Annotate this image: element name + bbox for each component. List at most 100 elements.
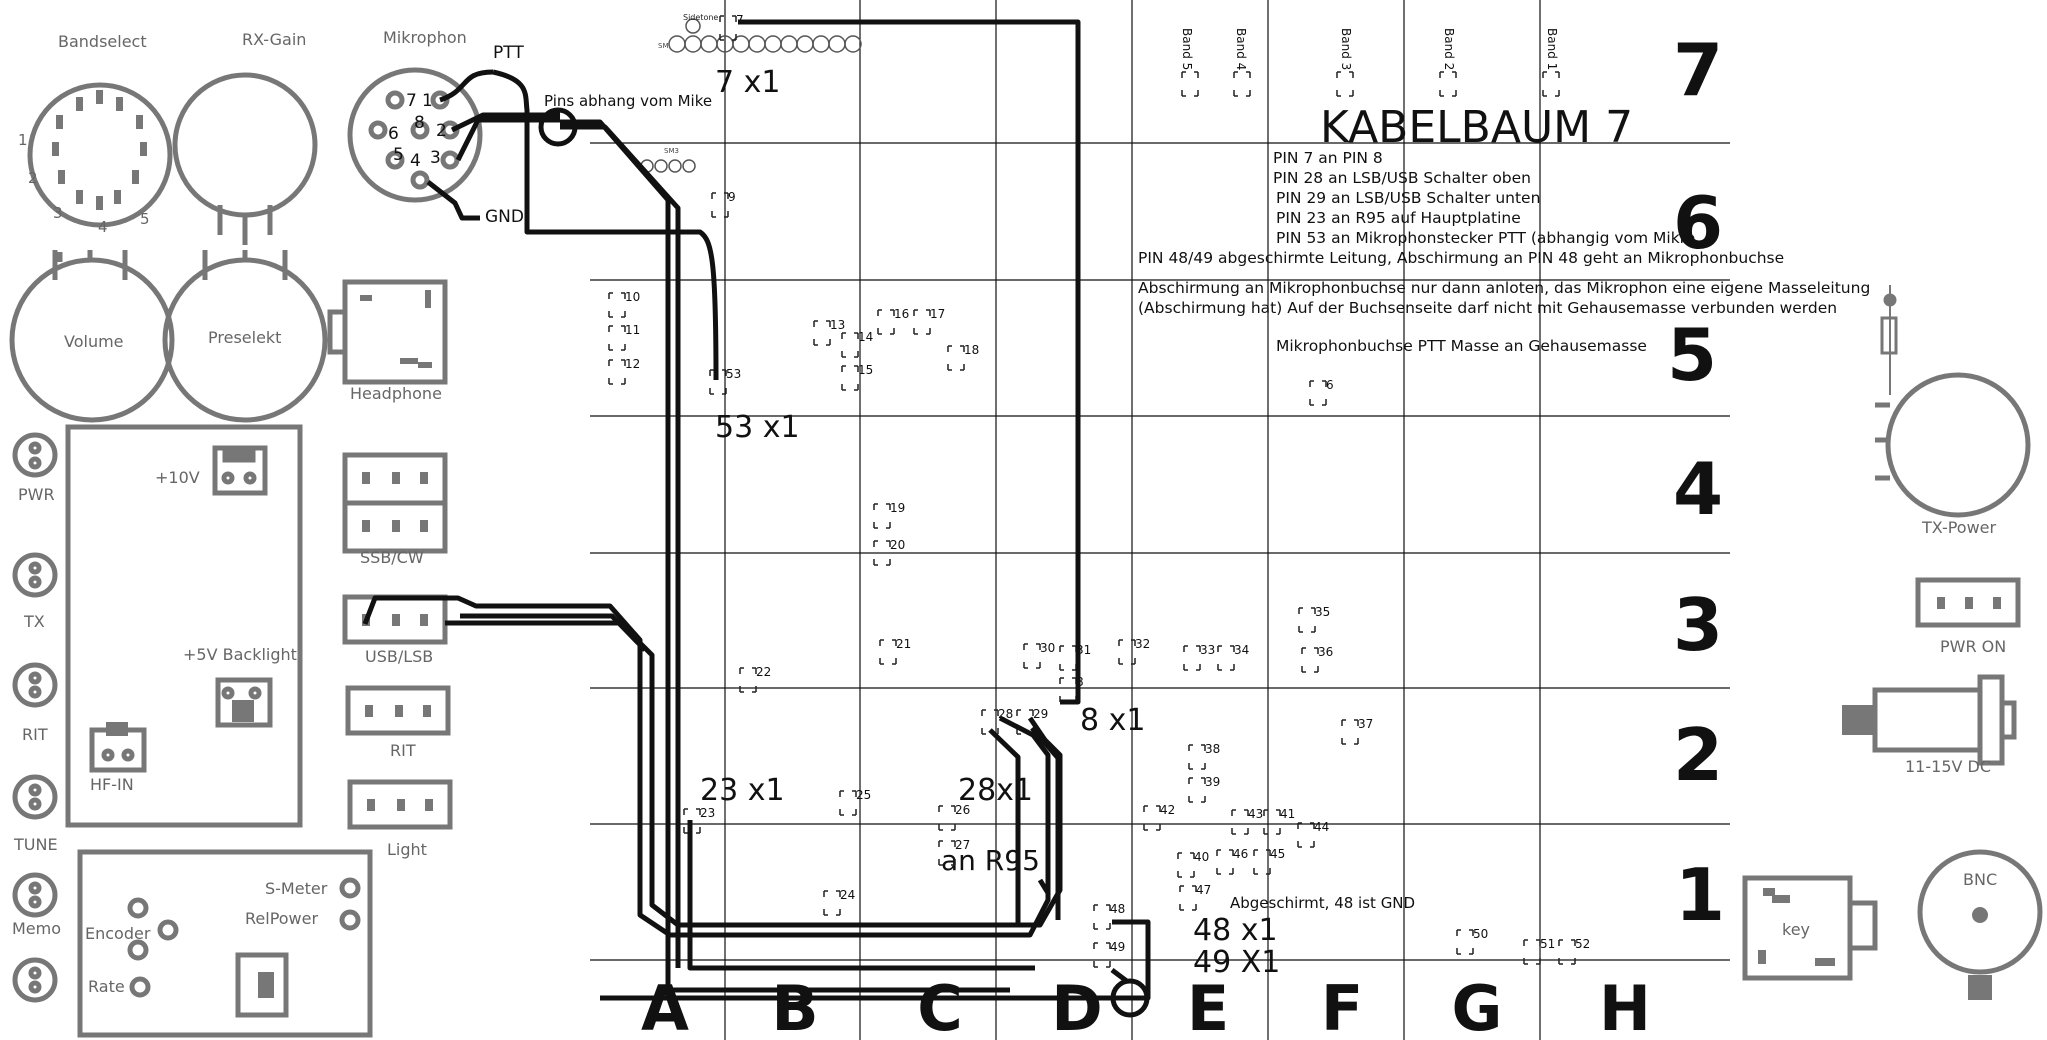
- wire-48-49: [600, 919, 1151, 1001]
- rit-switch-label: RIT: [390, 741, 416, 760]
- front-panel-labels: Bandselect RX-Gain Mikrophon 1 2 3 4 5 V…: [12, 28, 467, 996]
- pad-outline: [813, 320, 831, 346]
- pad-label: 47: [1196, 883, 1211, 897]
- band-label: Band 4: [1234, 28, 1248, 70]
- note-line: PIN 29 an LSB/USB Schalter unten: [1276, 189, 1541, 207]
- pad-label: 52: [1575, 937, 1590, 951]
- note-line: (Abschirmung hat) Auf der Buchsenseite d…: [1138, 299, 1838, 317]
- pad-outline: [947, 345, 965, 371]
- mic-pin: 8: [414, 113, 425, 133]
- mike-note: Pins abhang vom Mike: [544, 92, 712, 110]
- pad-label: 25: [856, 788, 871, 802]
- pad-label: 39: [1205, 775, 1220, 789]
- mic-pin: 4: [410, 151, 421, 171]
- pad-label: 18: [964, 343, 979, 357]
- bandselect-pin: 2: [28, 169, 38, 187]
- pad-outline: [1341, 719, 1359, 745]
- preselekt-label: Preselekt: [208, 328, 281, 347]
- pad-label: 45: [1270, 847, 1285, 861]
- pad-label: 9: [728, 190, 736, 204]
- wire-ptt-53: [492, 69, 719, 381]
- pad-outline: [841, 365, 859, 391]
- memo-label: Memo: [12, 919, 61, 938]
- pad-label: 48: [1110, 902, 1125, 916]
- bandselect-label: Bandselect: [58, 32, 147, 51]
- rit-jack: [12, 662, 58, 708]
- dc-label: 11-15V DC: [1905, 757, 1991, 776]
- pad-label: 22: [756, 665, 771, 679]
- tx-jack: [12, 552, 58, 598]
- pwr-jack: [12, 432, 58, 478]
- s-meter-label: S-Meter: [265, 879, 328, 898]
- pad-outline: [1093, 942, 1111, 968]
- pad-outline: [1309, 380, 1327, 406]
- ssb-cw-switch-bottom: [342, 500, 448, 554]
- gnd-label: GND: [485, 207, 524, 227]
- bandselect-pin: 3: [53, 204, 63, 222]
- pad-label: 34: [1234, 643, 1249, 657]
- wire-29: [1030, 726, 1061, 920]
- pad-outline: [1298, 607, 1316, 633]
- rate-label: Rate: [88, 977, 125, 996]
- pad-label: 16: [894, 307, 909, 321]
- bandselect-pin: 4: [98, 218, 108, 236]
- row-label: 2: [1673, 713, 1723, 797]
- ssb-cw-label: SSB/CW: [360, 548, 424, 567]
- memo-jack: [12, 872, 58, 918]
- sm-label: SM: [658, 42, 668, 50]
- column-label: H: [1599, 972, 1651, 1040]
- mic-pin: 5: [393, 145, 404, 165]
- column-labels: A B C D E F G H: [641, 972, 1651, 1040]
- pad-label: 13: [830, 318, 845, 332]
- headphone-label: Headphone: [350, 384, 442, 403]
- pad-outline: [1183, 645, 1201, 671]
- pad-outline: [823, 890, 841, 916]
- tx-power-label: TX-Power: [1921, 518, 1997, 537]
- tx-label: TX: [23, 612, 45, 631]
- pad-label: 21: [896, 637, 911, 651]
- mic-pin: 2: [436, 121, 447, 141]
- wire-count: 48 x1: [1193, 913, 1278, 948]
- wire-count: 7 x1: [715, 65, 780, 100]
- mic-pin: 6: [388, 124, 399, 144]
- pad-label: 42: [1160, 803, 1175, 817]
- column-label: C: [917, 972, 963, 1040]
- pad-label: 30: [1040, 641, 1055, 655]
- pad-outline: [1023, 643, 1041, 669]
- shielded-note: Abgeschirmt, 48 ist GND: [1230, 894, 1415, 912]
- pad-label: 11: [625, 323, 640, 337]
- pad-outline: [1456, 929, 1474, 955]
- mic-pin: 1: [422, 91, 433, 111]
- pad-outline: [1177, 852, 1195, 878]
- rx-gain-knob: [172, 72, 318, 218]
- usb-lsb-label: USB/LSB: [365, 647, 433, 666]
- pad-label: 6: [1326, 378, 1334, 392]
- pad-label: 17: [930, 307, 945, 321]
- wire-mic-3: [455, 117, 560, 162]
- note-line: PIN 53 an Mikrophonstecker PTT (abhangig…: [1276, 229, 1696, 247]
- tune-jack: [12, 774, 58, 820]
- pad-outline: [1263, 809, 1281, 835]
- pad-label: 27: [955, 838, 970, 852]
- pad-outline: [913, 309, 931, 335]
- note-line: PIN 48/49 abgeschirmte Leitung, Abschirm…: [1138, 249, 1785, 267]
- pad-outline: [877, 309, 895, 335]
- column-label: G: [1452, 972, 1503, 1040]
- row-label: 7: [1673, 28, 1723, 112]
- pad-label: 35: [1315, 605, 1330, 619]
- pad-label: 40: [1194, 850, 1209, 864]
- pad-label: 49: [1110, 940, 1125, 954]
- light-switch: [347, 779, 453, 830]
- pad-label: 14: [858, 330, 873, 344]
- rit-switch: [345, 685, 451, 736]
- wire-harness: [362, 19, 1151, 1018]
- mikrofon-socket: [347, 67, 483, 203]
- wire-mic-1: [439, 69, 494, 103]
- mic-pin: 7: [406, 91, 417, 111]
- pad-outline: [1179, 885, 1197, 911]
- bnc-connector: [1917, 849, 2043, 975]
- pad-label: 43: [1248, 807, 1263, 821]
- pad-label: 53: [726, 367, 741, 381]
- wire-mic-bundle-2: [560, 124, 681, 968]
